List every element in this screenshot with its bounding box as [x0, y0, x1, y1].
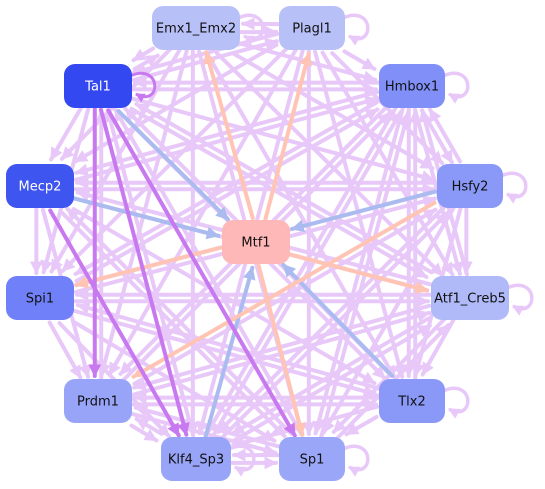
- node-label: Tal1: [84, 80, 111, 95]
- edge-hsfy2-to-klf4_sp3: [216, 204, 447, 434]
- edge-klf4_sp3-to-atf1_creb5: [231, 323, 432, 443]
- self-loop-hsfy2: [500, 171, 528, 204]
- node-sp1[interactable]: Sp1: [279, 437, 345, 481]
- node-box: [279, 437, 345, 481]
- edge-klf4_sp3-to-mtf1: [203, 265, 256, 439]
- node-hsfy2[interactable]: Hsfy2: [437, 164, 503, 208]
- node-label: Mtf1: [241, 236, 270, 251]
- edge-hsfy2-to-mtf1: [290, 189, 438, 233]
- edge-hsfy2-to-prdm1: [131, 200, 437, 379]
- node-atf1_creb5[interactable]: Atf1_Creb5: [431, 276, 509, 320]
- node-box: [64, 64, 132, 108]
- node-label: Emx1_Emx2: [156, 22, 236, 37]
- node-label: Tlx2: [397, 395, 426, 410]
- node-label: Spi1: [26, 292, 54, 307]
- self-loop-plagl1: [342, 13, 370, 46]
- edge-atf1_creb5-to-prdm1: [132, 303, 432, 391]
- self-loop-tal1: [129, 72, 157, 103]
- node-mecp2[interactable]: Mecp2: [6, 164, 74, 208]
- node-klf4_sp3[interactable]: Klf4_Sp3: [161, 437, 231, 481]
- node-label: Atf1_Creb5: [434, 292, 506, 307]
- edge-mtf1-to-plagl1: [263, 51, 312, 222]
- edge-tlx2-to-sp1: [344, 414, 379, 437]
- node-label: Mecp2: [19, 180, 62, 195]
- self-loop-sp1: [342, 444, 370, 477]
- edge-emx1_emx2-to-tal1: [131, 46, 156, 63]
- edge-tal1-to-emx1_emx2: [132, 53, 160, 72]
- edge-mtf1-to-sp1: [256, 263, 306, 437]
- edge-hsfy2-to-sp1: [321, 205, 456, 435]
- edge-klf4_sp3-to-prdm1: [134, 417, 164, 436]
- node-box: [161, 437, 231, 481]
- node-box: [152, 6, 240, 50]
- edge-atf1_creb5-to-tal1: [134, 102, 434, 275]
- node-box: [6, 276, 74, 320]
- edge-mtf1-to-spi1: [74, 245, 223, 289]
- edges-layer: [29, 17, 473, 470]
- edge-mtf1-to-emx1_emx2: [203, 50, 255, 221]
- self-loop-tlx2: [442, 386, 470, 419]
- node-box: [222, 220, 290, 264]
- node-box: [6, 164, 74, 208]
- node-tlx2[interactable]: Tlx2: [379, 379, 445, 423]
- edge-mecp2-to-hmbox1: [73, 95, 379, 182]
- self-loop-klf4_sp3: [228, 444, 256, 477]
- edge-plagl1-to-prdm1: [107, 47, 298, 377]
- edge-spi1-to-hmbox1: [74, 107, 380, 283]
- node-label: Hsfy2: [452, 180, 489, 195]
- edge-prdm1-to-sp1: [130, 411, 278, 456]
- edge-mecp2-to-klf4_sp3: [48, 208, 181, 438]
- edge-mtf1-to-atf1_creb5: [288, 252, 430, 294]
- node-prdm1[interactable]: Prdm1: [64, 379, 132, 423]
- node-hmbox1[interactable]: Hmbox1: [379, 64, 445, 108]
- edge-spi1-to-prdm1: [47, 320, 83, 380]
- node-spi1[interactable]: Spi1: [6, 276, 74, 320]
- node-box: [279, 6, 345, 50]
- node-label: Klf4_Sp3: [168, 453, 224, 468]
- edge-tlx2-to-mtf1: [281, 262, 395, 378]
- node-emx1_emx2[interactable]: Emx1_Emx2: [152, 6, 240, 50]
- edge-mecp2-to-mtf1: [72, 196, 221, 240]
- node-plagl1[interactable]: Plagl1: [279, 6, 345, 50]
- self-loop-atf1_creb5: [506, 283, 534, 316]
- edge-tal1-to-mtf1: [116, 109, 230, 222]
- node-mtf1[interactable]: Mtf1: [222, 220, 290, 264]
- self-loop-hmbox1: [442, 71, 470, 104]
- node-box: [431, 276, 509, 320]
- edge-tal1-to-atf1_creb5: [129, 106, 429, 280]
- edge-plagl1-to-hmbox1: [342, 49, 377, 71]
- node-label: Prdm1: [77, 395, 119, 410]
- node-label: Hmbox1: [385, 80, 439, 95]
- edge-tlx2-to-spi1: [75, 301, 381, 391]
- edge-tal1-to-sp1: [106, 108, 297, 438]
- node-box: [379, 379, 445, 423]
- edge-hsfy2-to-hmbox1: [427, 107, 463, 164]
- node-box: [379, 64, 445, 108]
- self-loop-emx1_emx2: [237, 13, 265, 46]
- edge-tal1-to-hsfy2: [130, 96, 436, 183]
- edge-tal1-to-klf4_sp3: [98, 107, 190, 437]
- node-tal1[interactable]: Tal1: [64, 64, 132, 108]
- edge-klf4_sp3-to-tal1: [104, 108, 196, 438]
- node-label: Plagl1: [292, 22, 332, 37]
- node-box: [437, 164, 503, 208]
- edge-sp1-to-tal1: [113, 107, 304, 437]
- edge-prdm1-to-hsfy2: [132, 207, 438, 386]
- node-box: [64, 379, 132, 423]
- self-loops-layer: [129, 13, 534, 477]
- edge-tal1-to-mecp2: [49, 105, 84, 162]
- edge-sp1-to-mecp2: [65, 206, 294, 436]
- node-label: Sp1: [300, 453, 325, 468]
